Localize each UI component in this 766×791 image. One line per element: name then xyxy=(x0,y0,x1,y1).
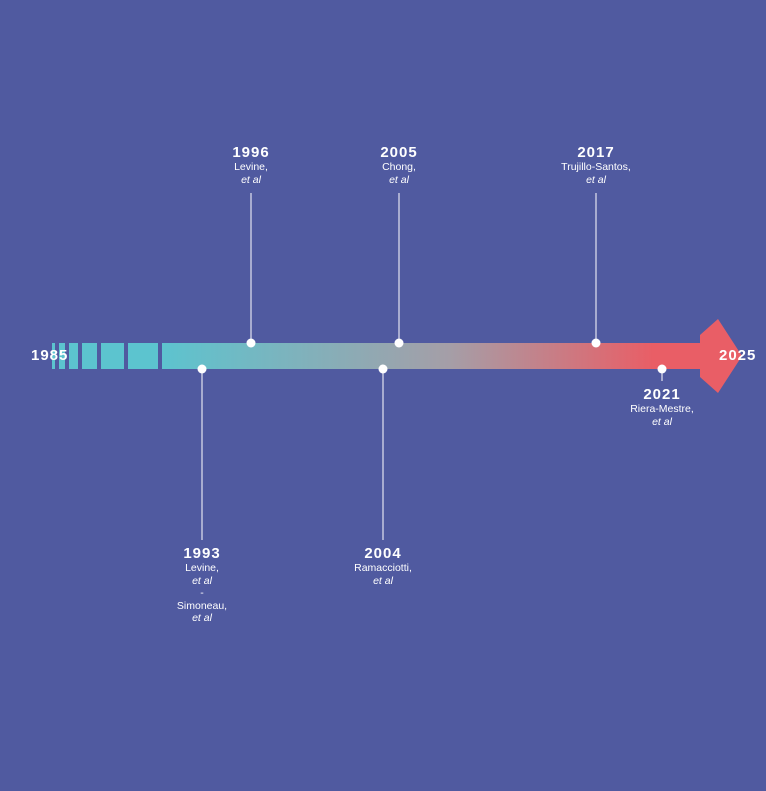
event-citation-line: Levine, xyxy=(234,161,268,173)
event-citation-line: Simoneau, xyxy=(176,599,228,612)
timeline-dash xyxy=(128,343,158,369)
event-citation-line: et al xyxy=(241,173,261,186)
event-citation-line: et al xyxy=(192,612,212,624)
event-marker-dot xyxy=(591,338,601,348)
event-year: 1993 xyxy=(183,545,221,562)
event-connectors xyxy=(197,193,667,540)
event-year: 1996 xyxy=(232,144,270,161)
timeline-dash xyxy=(82,343,97,369)
event-citation-line: Riera-Mestre, xyxy=(630,403,694,415)
event-citation-line: et al xyxy=(586,173,606,186)
timeline-arrow xyxy=(162,319,742,393)
timeline-end-label: 2025 xyxy=(719,347,757,364)
timeline-dash-segments xyxy=(52,343,158,369)
event-marker-dot xyxy=(197,364,207,374)
event-citation-line: et al xyxy=(192,574,212,587)
timeline-dash xyxy=(101,343,124,369)
event-marker-dot xyxy=(394,338,404,348)
event-citation-line: Trujillo-Santos, xyxy=(561,161,631,173)
event-citation-line: Ramacciotti, xyxy=(354,562,412,574)
event-year: 2017 xyxy=(577,144,615,161)
event-citation-line: - xyxy=(200,587,204,599)
event-year: 2021 xyxy=(643,386,681,403)
event-citation-line: et al xyxy=(389,173,409,186)
timeline-dash xyxy=(52,343,55,369)
event-marker-dot xyxy=(246,338,256,348)
event-year: 2004 xyxy=(364,545,402,562)
event-marker-dot xyxy=(657,364,667,374)
timeline-start-label: 1985 xyxy=(31,347,69,364)
event-citation-line: et al xyxy=(373,574,393,587)
event-citation-line: et al xyxy=(652,415,672,428)
event-citation-line: Levine, xyxy=(185,562,219,574)
event-year: 2005 xyxy=(380,144,418,161)
timeline-dash xyxy=(59,343,65,369)
timeline-dash xyxy=(69,343,78,369)
event-citation-line: Chong, xyxy=(382,161,416,173)
event-marker-dot xyxy=(378,364,388,374)
